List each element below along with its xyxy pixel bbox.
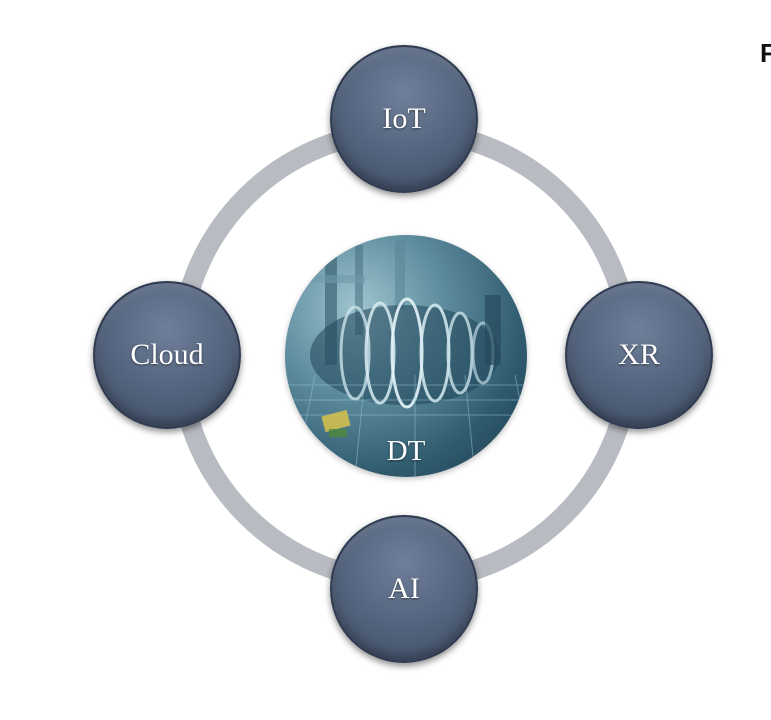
- node-ai: AI: [330, 515, 478, 663]
- node-cloud: Cloud: [93, 281, 241, 429]
- node-cloud-label: Cloud: [130, 338, 204, 371]
- node-iot-label: IoT: [382, 102, 426, 135]
- node-xr-label: XR: [618, 338, 660, 371]
- cropped-text-fragment: F: [760, 38, 771, 68]
- node-xr: XR: [565, 281, 713, 429]
- center-node-dt: DT: [285, 235, 527, 477]
- node-iot: IoT: [330, 45, 478, 193]
- center-label: DT: [386, 435, 426, 467]
- digital-twin-machinery-image: [285, 240, 527, 477]
- node-ai-label: AI: [388, 572, 420, 605]
